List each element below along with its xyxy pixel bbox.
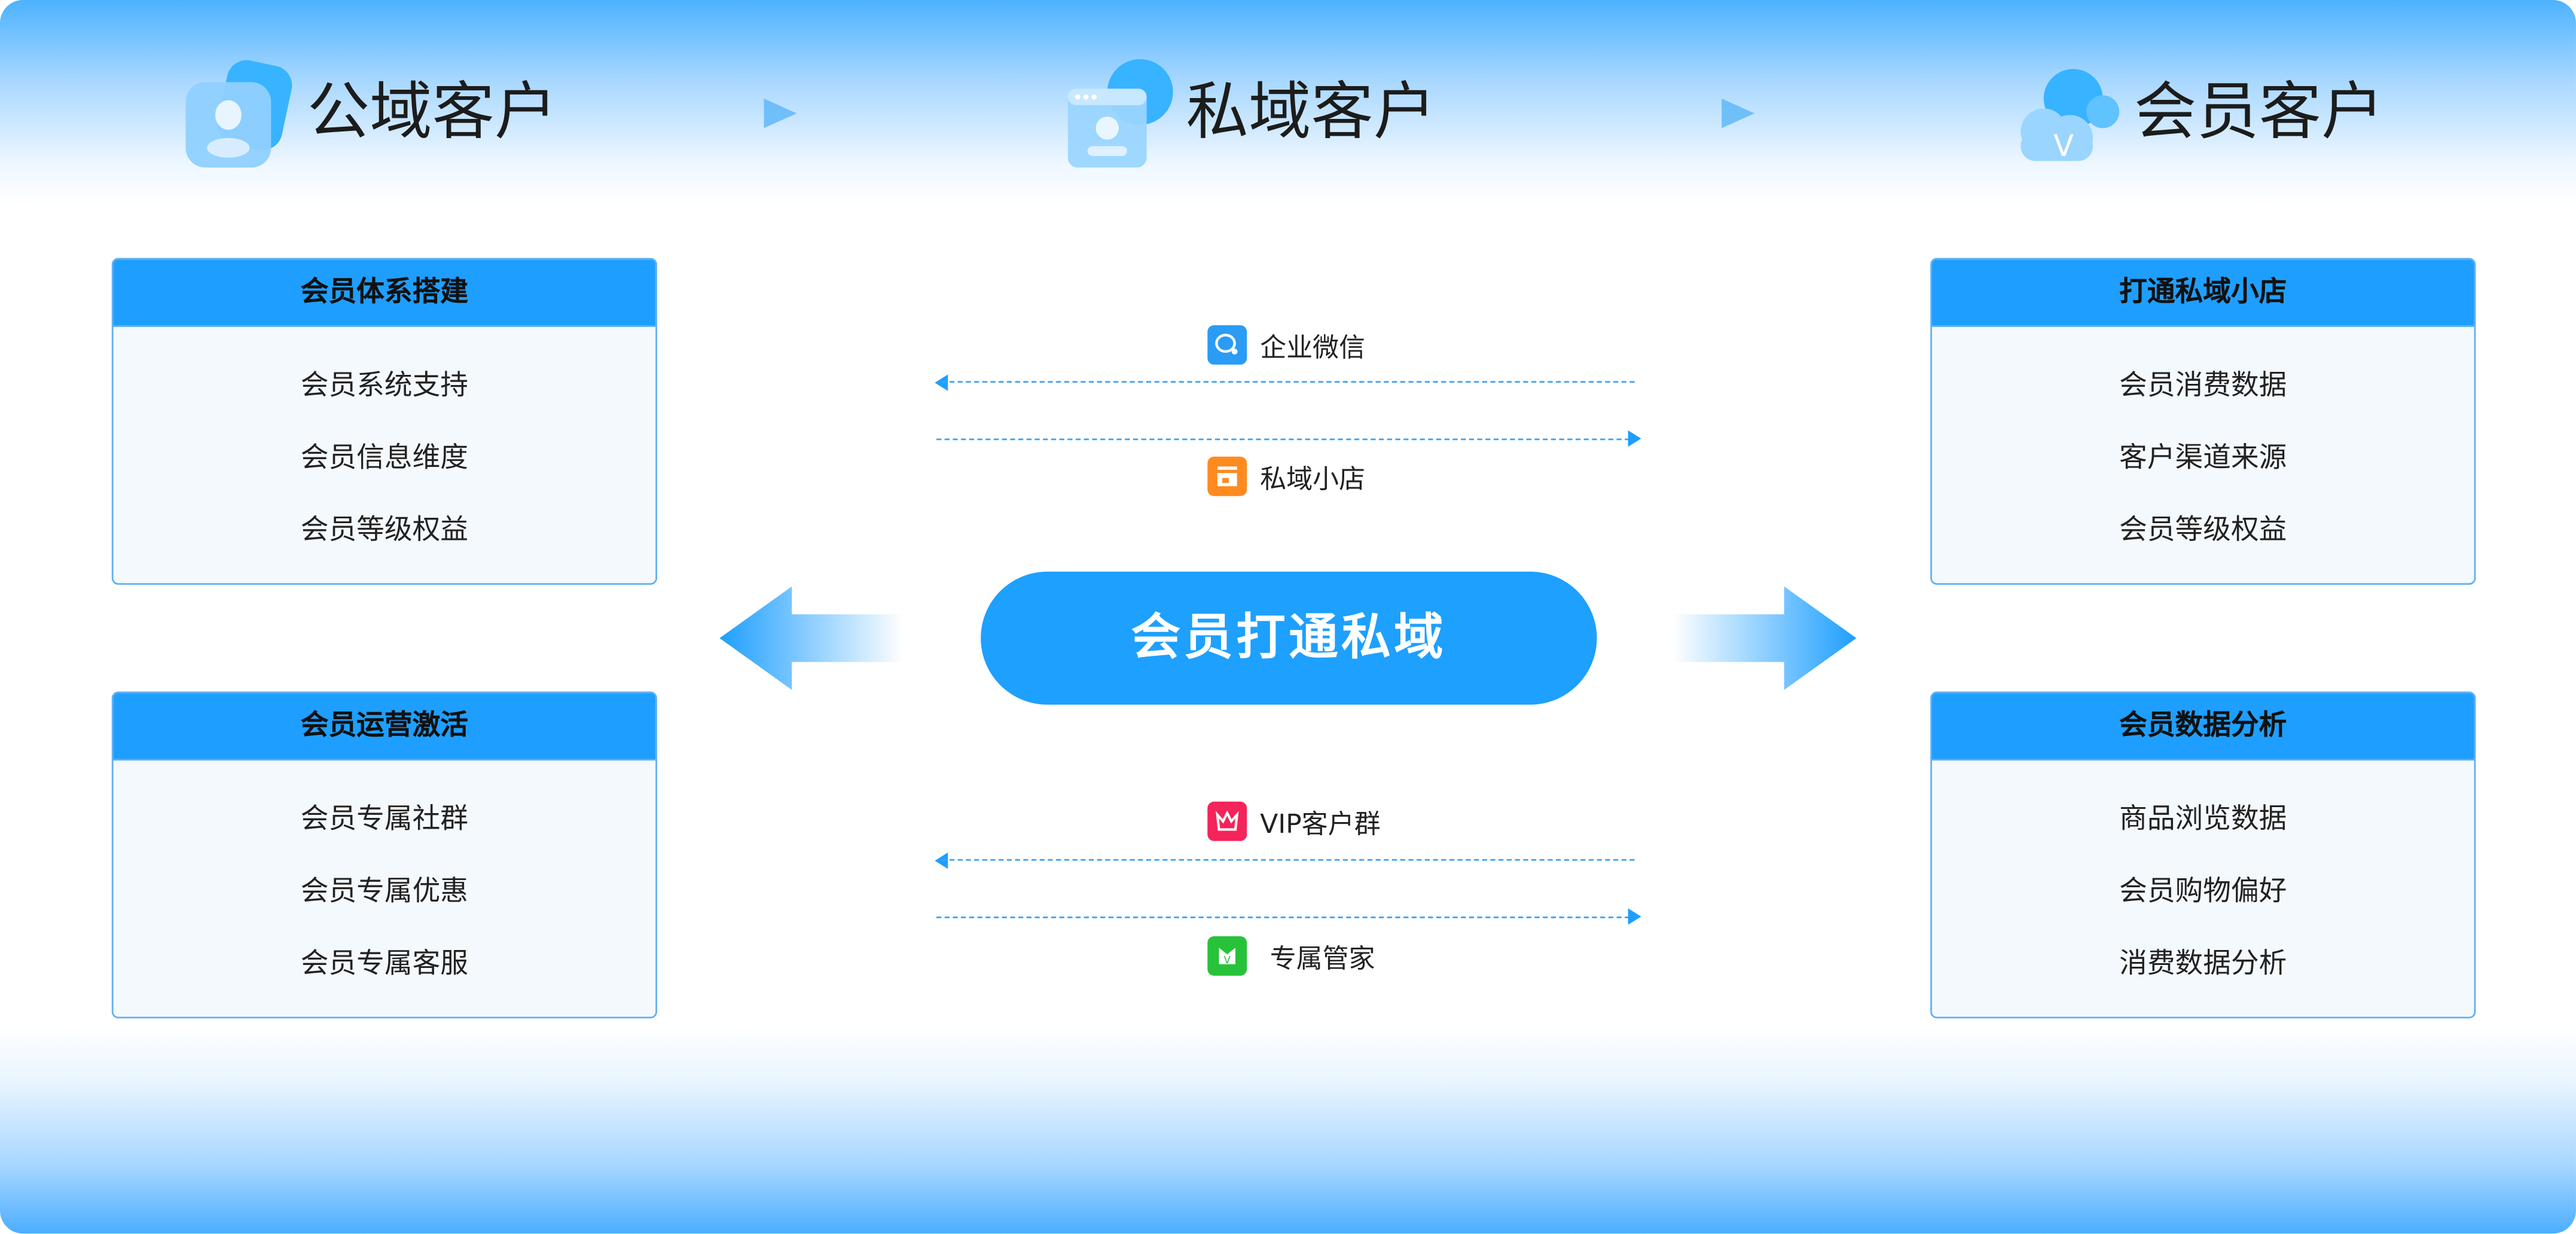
stage-arrow-icon [764, 98, 797, 129]
arrow-right-icon [1628, 908, 1641, 925]
arrow-left-icon [935, 374, 948, 391]
big-arrow-right-icon [1672, 586, 1857, 697]
channel-label: 专属管家 [1269, 943, 1375, 975]
wecom-icon [1207, 325, 1247, 365]
stage-arrow-icon [1722, 98, 1755, 129]
box-item: 客户渠道来源 [2119, 442, 2287, 475]
flow-line [941, 381, 1635, 383]
vip-cloud-icon: V [2014, 59, 2122, 167]
channel-wecom: 企业微信 [1207, 325, 1365, 365]
user-card-icon [185, 59, 294, 168]
browser-user-icon [1067, 59, 1176, 168]
box-item: 会员消费数据 [2119, 369, 2287, 403]
box-member-system: 会员体系搭建 会员系统支持 会员信息维度 会员等级权益 [111, 258, 657, 585]
arrow-left-icon [935, 852, 948, 869]
box-item: 会员系统支持 [300, 369, 469, 403]
channel-label: VIP客户群 [1260, 808, 1381, 839]
stage-title-private: 私域客户 [1186, 75, 1436, 148]
box-item: 会员专属优惠 [300, 875, 469, 909]
svg-text:V: V [1224, 954, 1231, 966]
channel-label: 企业微信 [1260, 331, 1366, 364]
box-item: 会员等级权益 [2119, 514, 2287, 547]
box-title: 会员运营激活 [113, 693, 656, 761]
flow-line [941, 859, 1635, 861]
flow-line [936, 438, 1630, 441]
svg-text:V: V [2053, 129, 2074, 163]
box-title: 打通私域小店 [1931, 259, 2474, 327]
box-item: 会员等级权益 [300, 514, 469, 547]
channel-store: 私域小店 [1207, 456, 1366, 496]
butler-icon: V [1207, 936, 1247, 976]
center-title-pill: 会员打通私域 [981, 572, 1597, 705]
box-item: 会员专属客服 [300, 948, 469, 981]
box-item: 会员信息维度 [300, 442, 469, 475]
box-item: 商品浏览数据 [2119, 803, 2287, 836]
box-item: 消费数据分析 [2119, 948, 2287, 981]
box-item: 会员专属社群 [300, 803, 469, 836]
store-icon [1207, 456, 1247, 496]
box-title: 会员体系搭建 [113, 259, 656, 327]
box-title: 会员数据分析 [1931, 693, 2474, 761]
channel-vip-group: VIP客户群 [1207, 801, 1381, 841]
box-member-data: 会员数据分析 商品浏览数据 会员购物偏好 消费数据分析 [1930, 691, 2476, 1019]
channel-butler: V 专属管家 [1207, 936, 1375, 976]
channel-label: 私域小店 [1260, 463, 1366, 494]
stage-title-member: 会员客户 [2134, 75, 2384, 148]
flow-line [936, 917, 1630, 918]
stage-title-public: 公域客户 [307, 75, 557, 148]
arrow-right-icon [1628, 430, 1641, 447]
crown-icon [1207, 801, 1247, 841]
box-item: 会员购物偏好 [2119, 875, 2287, 909]
big-arrow-left-icon [719, 586, 904, 697]
box-private-store: 打通私域小店 会员消费数据 客户渠道来源 会员等级权益 [1930, 258, 2476, 585]
box-member-operation: 会员运营激活 会员专属社群 会员专属优惠 会员专属客服 [111, 691, 657, 1019]
